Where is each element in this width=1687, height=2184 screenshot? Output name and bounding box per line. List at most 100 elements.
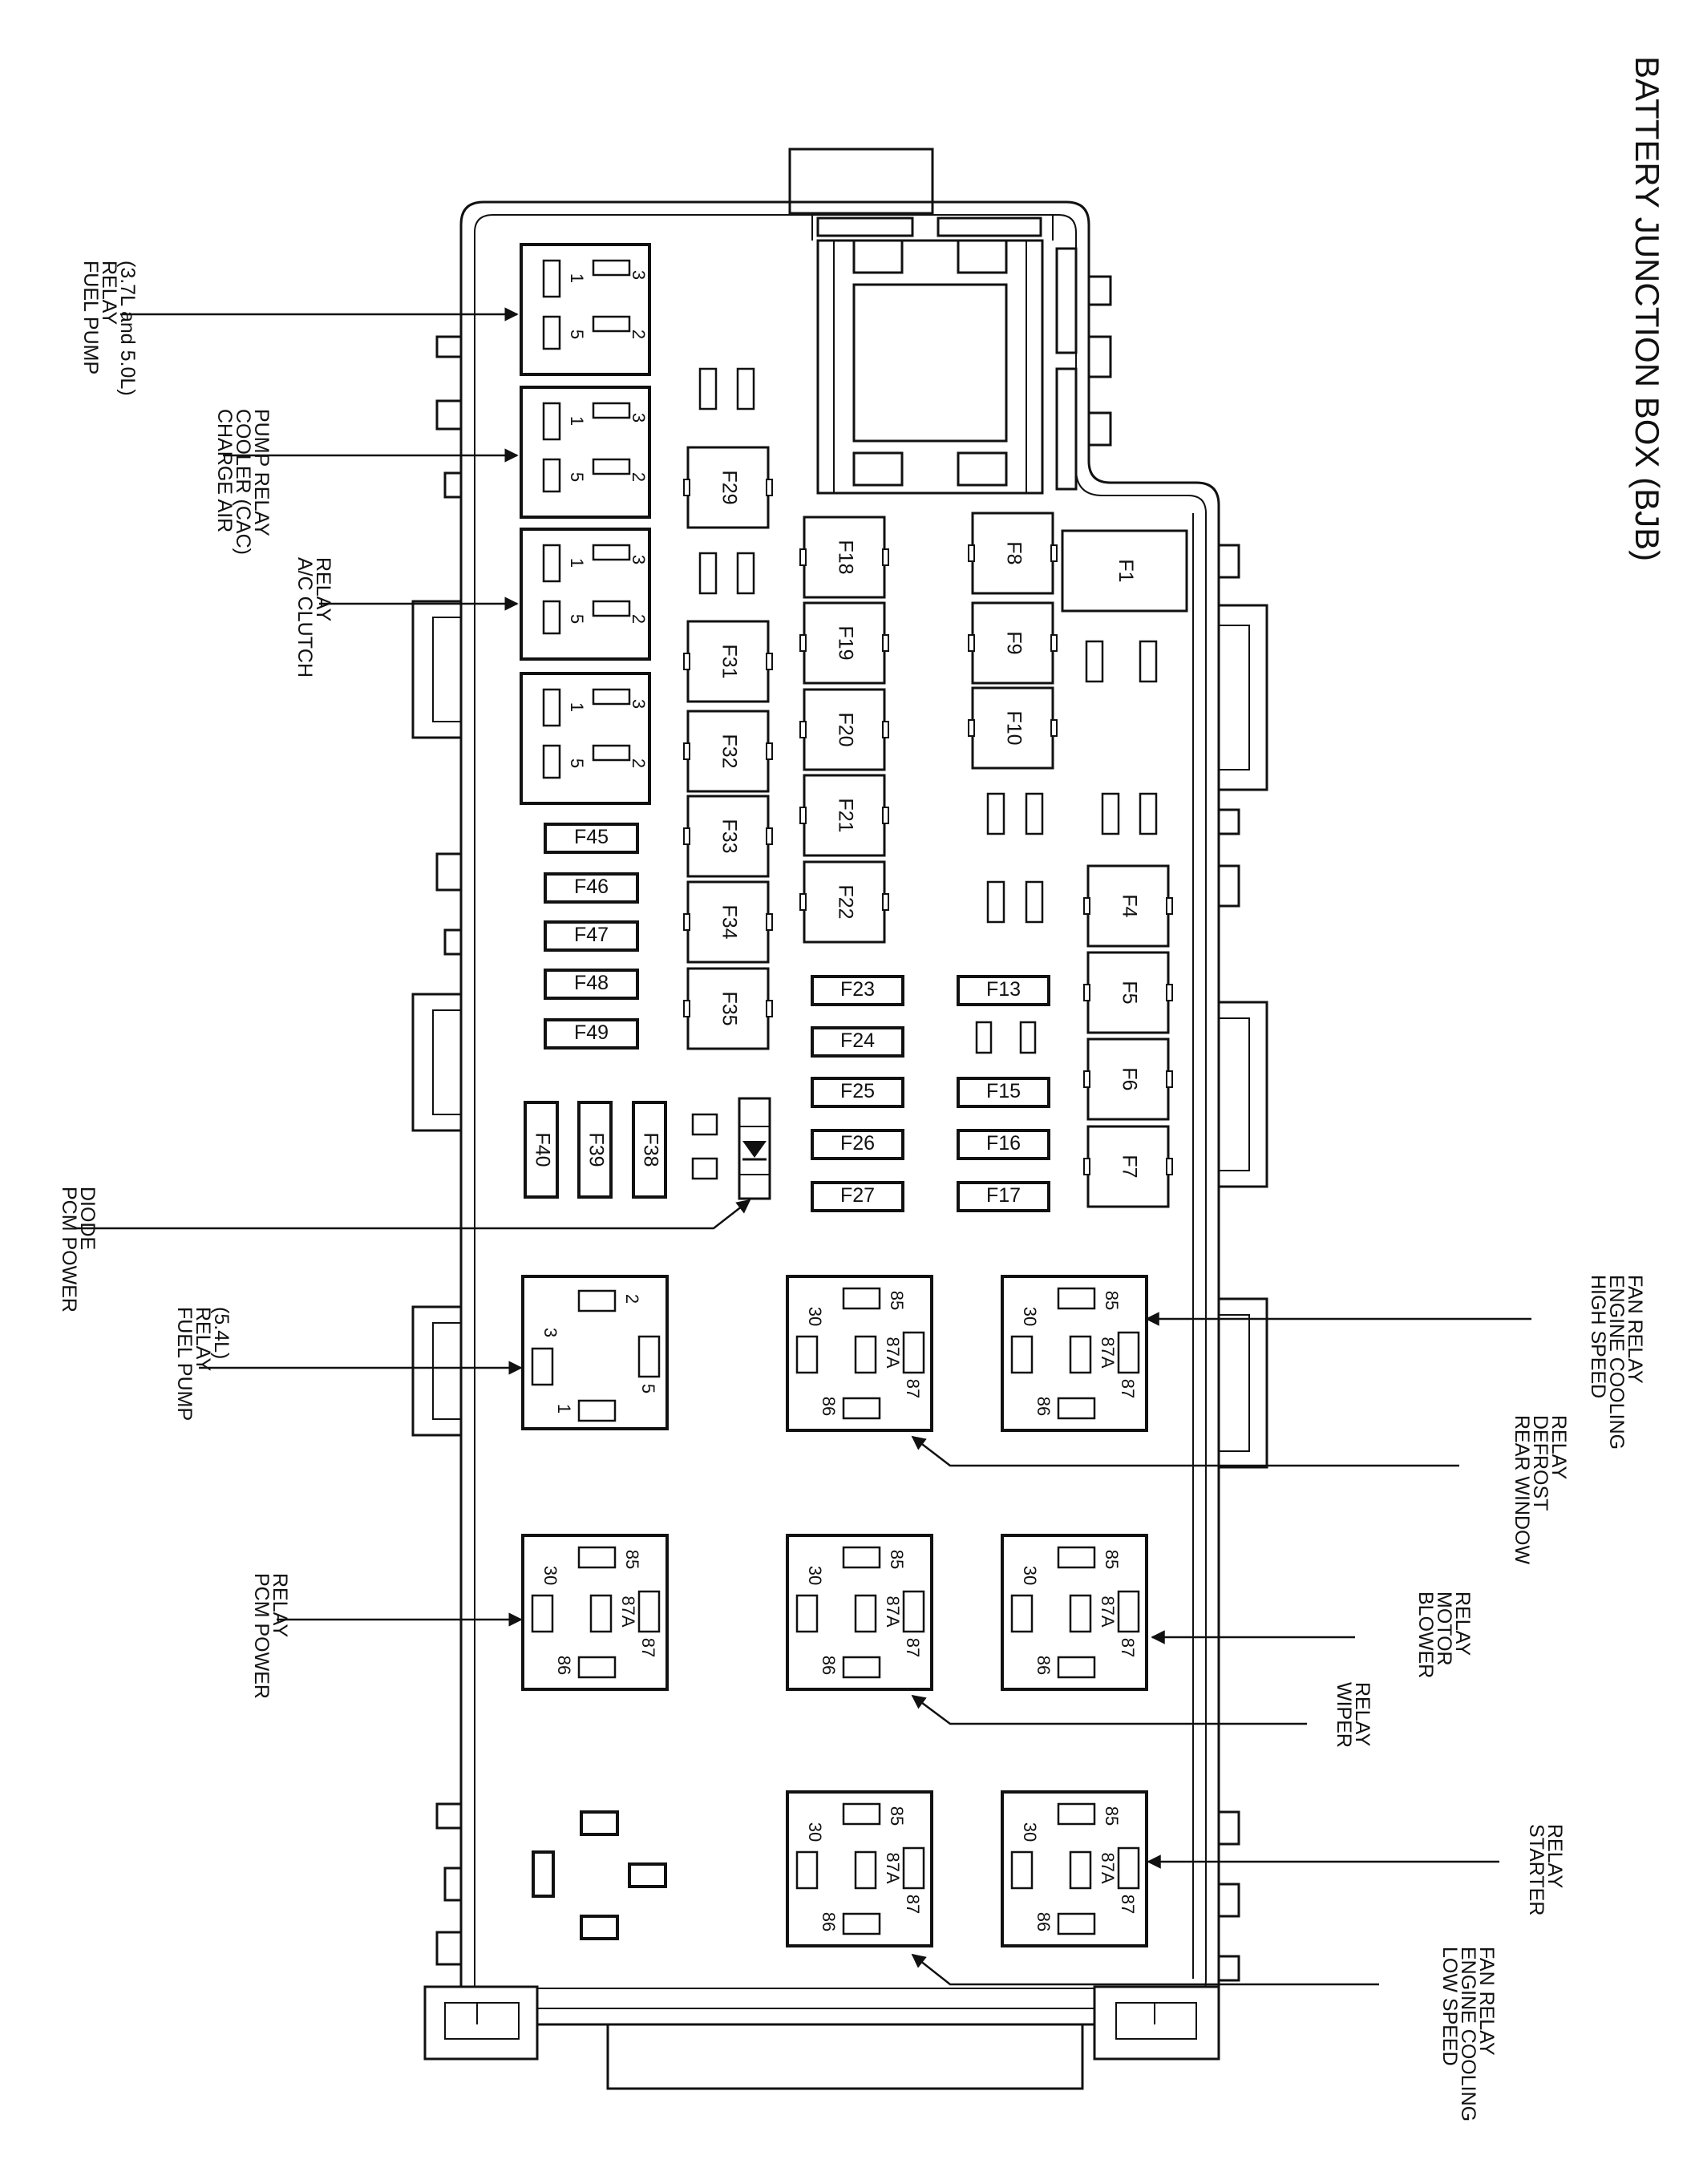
pin-number-label: 3 — [629, 413, 649, 423]
label-line: WIPER — [1333, 1682, 1355, 1748]
pin-number-label: 30 — [805, 1822, 825, 1842]
label-line: FUEL PUMP — [173, 1307, 196, 1421]
pin-number-label: 85 — [622, 1550, 642, 1569]
fuse-label: F34 — [718, 904, 740, 939]
label-line: RELAY — [1451, 1591, 1474, 1656]
label-blower-motor-relay: BLOWER MOTOR RELAY — [1414, 1591, 1474, 1684]
label-ac-clutch-relay: A/C CLUTCH RELAY — [293, 557, 334, 683]
label-line: HIGH SPEED — [1587, 1275, 1609, 1398]
pin-number-label: 86 — [1034, 1912, 1054, 1931]
housing — [411, 148, 1268, 2090]
pin-number-label: 87 — [1118, 1895, 1138, 1914]
fuse-label: F23 — [840, 978, 875, 1001]
pin-number-label: 85 — [887, 1550, 907, 1569]
label-line: RELAY — [269, 1573, 291, 1637]
fuse-f6: F6 — [1083, 1037, 1173, 1121]
label-line: COOLER (CAC) — [232, 409, 254, 555]
fuse-group: F1F8F9F10F4F5F6F7F18F19F20F21F22F29F31F3… — [524, 446, 1188, 1212]
fuse-label: F33 — [718, 819, 740, 853]
fuse-label: F35 — [718, 991, 740, 1025]
fuse-f45: F45 — [544, 823, 639, 854]
pin-number-label: 3 — [629, 270, 649, 280]
fuse-label: F7 — [1118, 1155, 1140, 1178]
pin-number-label: 87 — [903, 1638, 923, 1657]
label-line: ENGINE COOLING — [1605, 1275, 1628, 1450]
fuse-f32: F32 — [683, 710, 773, 793]
pin-number-label: 87A — [618, 1596, 638, 1627]
label-wiper-relay: WIPER RELAY — [1333, 1682, 1373, 1753]
label-cac-pump-relay: CHARGE AIR COOLER (CAC) PUMP RELAY — [213, 409, 273, 560]
pin-number-label: 86 — [1034, 1656, 1054, 1675]
pin-number-label: 30 — [805, 1566, 825, 1585]
fuse-f40: F40 — [524, 1101, 559, 1199]
pin-number-label: 30 — [1020, 1307, 1040, 1326]
label-line: REAR WINDOW — [1511, 1415, 1533, 1565]
fuse-label: F13 — [986, 978, 1021, 1001]
label-line: RELAY — [1543, 1824, 1566, 1888]
label-line: FAN RELAY — [1624, 1275, 1646, 1384]
pin-number-label: 1 — [567, 702, 587, 712]
fuse-f1: F1 — [1061, 529, 1188, 613]
label-line: (3.7L and 5.0L) — [116, 261, 139, 396]
label-line: FAN RELAY — [1475, 1947, 1498, 2056]
label-line: FUEL PUMP — [79, 261, 102, 374]
fuse-label: F49 — [574, 1021, 609, 1044]
label-line: RELAY — [312, 557, 334, 621]
pin-number-label: 87 — [903, 1895, 923, 1914]
fuse-label: F40 — [531, 1132, 553, 1167]
fuse-f31: F31 — [683, 620, 773, 703]
label-line: MOTOR — [1433, 1591, 1455, 1666]
pin-number-label: 5 — [567, 472, 587, 482]
fuse-label: F45 — [574, 826, 609, 848]
fuse-label: F6 — [1118, 1067, 1140, 1090]
label-fuel-pump-relay-54: FUEL PUMP RELAY (5.4L) — [173, 1307, 233, 1426]
fuse-label: F25 — [840, 1080, 875, 1102]
fuse-label: F17 — [986, 1184, 1021, 1207]
fuse-label: F26 — [840, 1132, 875, 1155]
fuse-label: F29 — [718, 470, 740, 504]
fuse-f27: F27 — [811, 1181, 904, 1212]
fuse-f7: F7 — [1083, 1125, 1173, 1208]
fuse-f35: F35 — [683, 967, 773, 1050]
pin-number-label: 87A — [1098, 1337, 1118, 1368]
leader-lines — [76, 307, 1531, 1986]
label-line: BLOWER — [1414, 1591, 1437, 1678]
fuse-f20: F20 — [799, 688, 889, 771]
label-line: CHARGE AIR — [213, 409, 236, 532]
pin-number-label: 86 — [554, 1656, 574, 1675]
fuse-f33: F33 — [683, 795, 773, 878]
fuse-label: F22 — [834, 884, 856, 919]
pin-number-label: 86 — [819, 1397, 839, 1416]
label-fuel-pump-relay-37-50: FUEL PUMP RELAY (3.7L and 5.0L) — [79, 261, 139, 396]
fuse-label: F15 — [986, 1080, 1021, 1102]
label-line: PCM POWER — [58, 1187, 80, 1312]
fuse-f46: F46 — [544, 872, 639, 904]
pin-number-label: 30 — [540, 1566, 560, 1585]
fuse-f16: F16 — [957, 1129, 1050, 1160]
pin-number-label: 2 — [629, 330, 649, 339]
top-connector-tab — [788, 148, 934, 215]
pin-number-label: 87A — [1098, 1596, 1118, 1627]
label-high-speed-fan-relay: HIGH SPEED ENGINE COOLING FAN RELAY — [1587, 1275, 1646, 1455]
fuse-f18: F18 — [799, 516, 889, 599]
fuse-label: F20 — [834, 712, 856, 746]
fuse-f34: F34 — [683, 880, 773, 964]
pin-number-label: 86 — [1034, 1397, 1054, 1416]
fuse-label: F8 — [1002, 541, 1025, 564]
label-line: PCM POWER — [250, 1573, 273, 1699]
label-pcm-power-diode: PCM POWER DIODE — [58, 1187, 99, 1318]
fuse-f9: F9 — [968, 601, 1058, 685]
pin-number-label: 86 — [819, 1912, 839, 1931]
pin-number-label: 87 — [638, 1638, 658, 1657]
fuse-label: F9 — [1002, 631, 1025, 654]
pin-number-label: 30 — [805, 1307, 825, 1326]
pin-number-label: 87A — [883, 1596, 903, 1627]
fuse-label: F4 — [1118, 894, 1140, 917]
